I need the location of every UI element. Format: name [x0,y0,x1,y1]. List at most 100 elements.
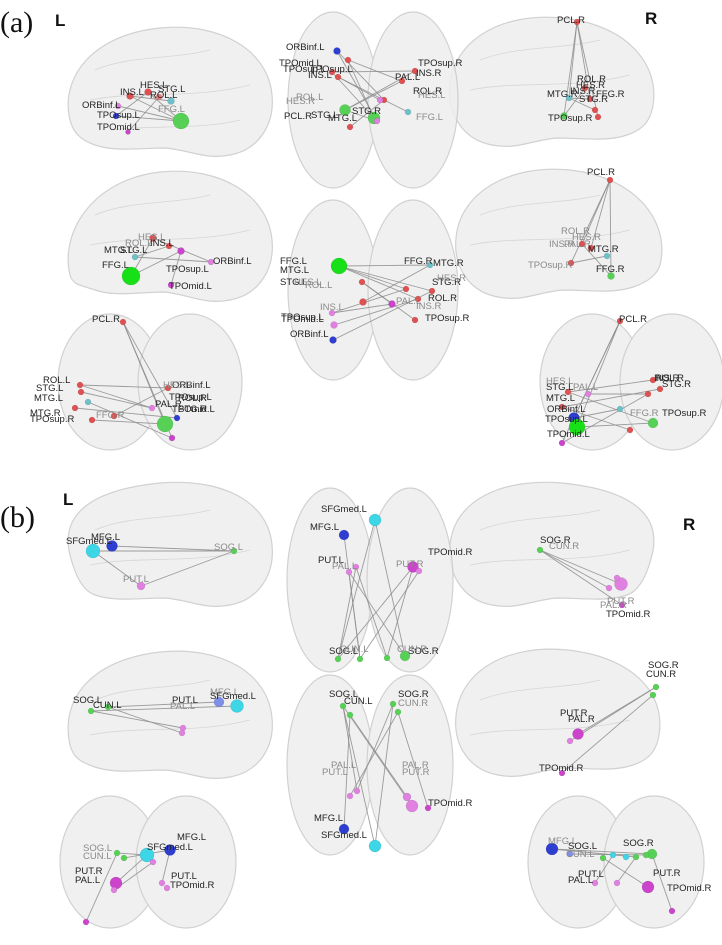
connection-edge [349,99,385,128]
region-label: CUN.R [646,669,676,680]
region-label: SOG.L [568,841,597,852]
connection-edge [338,265,433,292]
region-node [77,388,85,396]
region-label: STG.R [178,404,207,415]
brain-sagittal-right-a2 [455,168,663,299]
region-node [603,252,611,260]
connection-edge [651,853,673,912]
region-label: CUN.L [344,696,373,707]
region-label: TPOsup.L [97,110,140,121]
connection-edge [140,550,235,587]
region-label: MTG.R [547,89,578,100]
connection-edge [333,298,419,326]
region-label: CUN.R [549,541,579,552]
region-label: SFGmed.L [66,536,112,547]
region-label: TPOsup.R [548,113,592,124]
region-node [656,385,664,393]
region-node [368,513,382,527]
brain-sagittal-right-b1 [449,481,655,607]
region-label: SOG.R [540,535,571,546]
brain-sagittal-right-a1 [449,16,655,147]
connection-edge [563,87,586,117]
region-label: ORBinf.L [213,256,252,267]
region-label: TPOsup.L [310,64,353,75]
region-node [139,847,155,863]
connection-edge [576,320,621,428]
region-node [415,567,423,575]
region-node [333,47,341,55]
region-node [414,295,422,303]
connection-edge [337,566,414,660]
region-node [149,234,157,242]
region-label: PCL.R [284,111,312,122]
connection-edge [134,245,170,258]
connection-edge [561,406,631,431]
connectivity-edges [74,21,673,923]
region-node [388,300,396,308]
region-label: PCL.R [92,314,120,325]
gyri-a1 [89,49,251,131]
region-label: PCL.R [619,314,647,325]
connection-edge [337,566,357,660]
region-label: STG.R [579,94,608,105]
region-label: SFGmed.L [321,504,367,515]
region-label: TPOsup.L [281,312,324,323]
region-node [558,439,566,447]
region-node [358,278,366,286]
connection-edge [161,849,171,884]
region-node [536,546,544,554]
connection-edge [91,419,166,425]
connection-edge [130,250,182,277]
region-node [328,68,336,76]
gyri-b3 [469,509,631,566]
region-label: MFG.L [177,832,206,843]
connection-edge [92,550,142,587]
region-label: INS.R [549,239,574,250]
region-node [586,95,594,103]
region-node [426,261,434,269]
region-label: STG.L [158,84,185,95]
region-label: MTG.R [433,258,464,269]
connection-edge [348,571,361,660]
brain-coronal-right-a-right [619,313,722,451]
region-node [113,849,121,857]
region-node [155,93,163,101]
region-label: ROL.R [577,74,606,85]
region-label: SOG.R [408,646,439,657]
connection-edge [170,250,182,286]
region-label: FFG.R [596,264,625,275]
region-label: INS.R [570,86,595,97]
region-node [114,102,122,110]
region-label: MFG.L [310,522,339,533]
region-label: TPOmid.L [97,122,140,133]
region-node [566,737,574,745]
region-node [668,907,676,915]
region-node [121,266,141,286]
connection-edge [570,179,611,264]
region-node [126,92,134,100]
region-node [109,876,123,890]
region-label: STG.L [36,383,63,394]
region-node [587,244,595,252]
region-label: MFG.L [91,532,120,543]
region-node [591,106,599,114]
region-label: TPOsup.L [545,414,588,425]
connection-edge [134,256,212,263]
region-node [158,879,166,887]
connection-edge [616,856,637,884]
region-node [584,390,592,398]
connection-edge [79,384,153,409]
connection-edge [561,388,661,408]
region-node [642,851,650,859]
region-label: PUT.R [653,868,681,879]
region-label: ROL.R [178,393,207,404]
region-label: PCL.R [557,15,585,26]
region-node [572,728,584,740]
left-hemisphere-marker-a: L [55,11,65,30]
region-node [394,708,402,716]
region-label: HES.R [286,96,315,107]
region-label: STG.L [311,110,338,121]
region-node [168,434,176,442]
region-label: SFGmed.L [147,842,193,853]
